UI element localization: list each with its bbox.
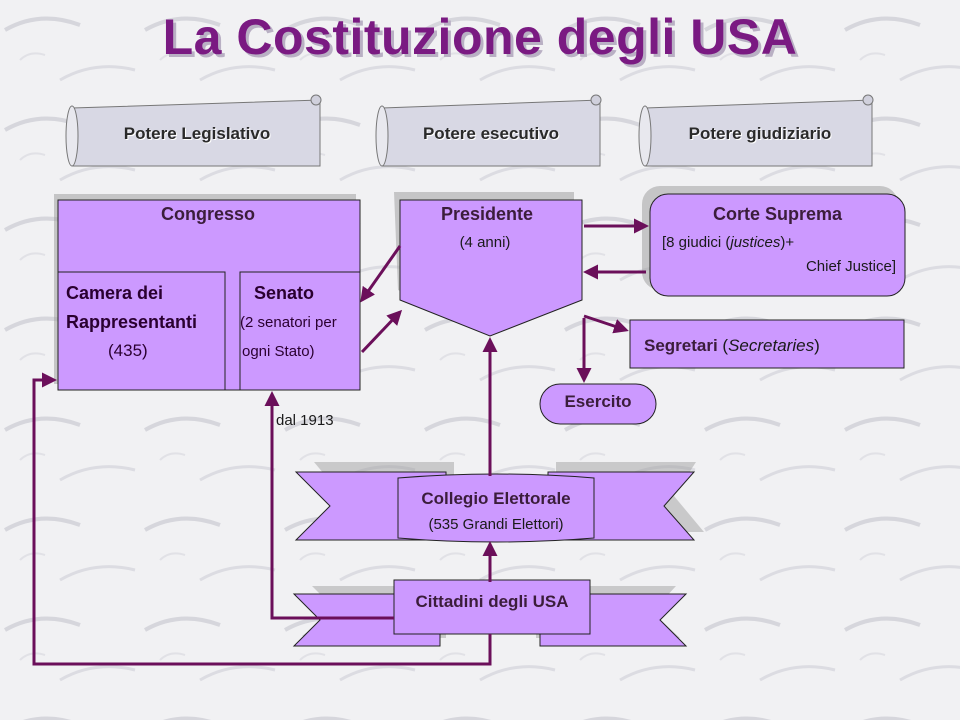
congress-title: Congresso xyxy=(160,204,256,224)
house-label-line2: Rappresentanti xyxy=(66,312,198,332)
senate-title: Senato xyxy=(254,283,315,303)
page-title: La Costituzione degli USA xyxy=(162,9,798,65)
secretaries-label: Segretari (Secretaries) xyxy=(644,336,820,355)
legislative-power-label: Potere Legislativo xyxy=(123,124,271,143)
army-label: Esercito xyxy=(564,392,632,411)
electoral-college-title: Collegio Elettorale xyxy=(421,489,571,508)
president-title: Presidente xyxy=(440,204,534,224)
executive-power-label: Potere esecutivo xyxy=(422,124,560,143)
supreme-court-line2: Chief Justice] xyxy=(805,258,896,275)
supreme-court-line1: [8 giudici (justices)+ xyxy=(662,234,795,251)
judicial-power-label: Potere giudiziario xyxy=(688,124,832,143)
electoral-college-subtitle: (535 Grandi Elettori) xyxy=(428,516,564,533)
electoral-college-ribbon xyxy=(294,462,704,543)
scroll-judicial xyxy=(638,94,874,167)
senate-line2: ogni Stato) xyxy=(242,343,315,360)
scroll-executive xyxy=(375,94,602,167)
citizens-label: Cittadini degli USA xyxy=(415,592,569,611)
since-1913-label: dal 1913 xyxy=(276,412,334,429)
house-label-line1: Camera dei xyxy=(66,283,164,303)
president-term: (4 anni) xyxy=(459,234,511,251)
citizens-ribbon xyxy=(292,579,688,647)
supreme-court-title: Corte Suprema xyxy=(712,204,843,224)
house-count: (435) xyxy=(108,341,148,360)
arrows xyxy=(32,218,649,666)
scroll-legislative xyxy=(65,94,322,167)
senate-line1: (2 senatori per xyxy=(240,314,337,331)
